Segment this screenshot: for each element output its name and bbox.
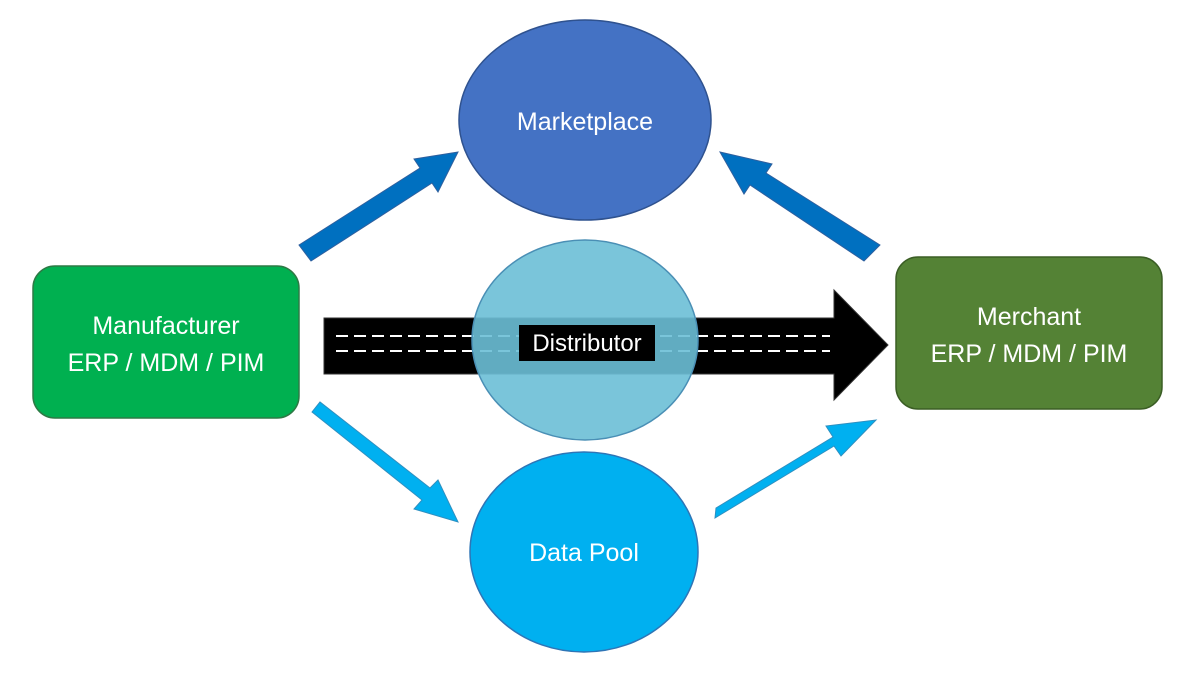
distributor-label-box <box>519 325 655 361</box>
manufacturer-label-line1: Manufacturer <box>92 312 239 340</box>
marketplace-label: Marketplace <box>517 108 653 136</box>
merchant-node <box>895 256 1163 410</box>
arrow-manufacturer-to-data-pool <box>311 401 459 523</box>
data-pool-node <box>469 451 699 653</box>
manufacturer-label-line2: ERP / MDM / PIM <box>68 349 265 377</box>
marketplace-node <box>458 19 712 221</box>
arrow-manufacturer-to-marketplace <box>298 151 459 262</box>
merchant-label-line2: ERP / MDM / PIM <box>931 340 1128 368</box>
distributor-label: Distributor <box>532 330 641 357</box>
data-pool-label: Data Pool <box>529 539 639 567</box>
arrow-merchant-to-marketplace <box>718 151 881 262</box>
manufacturer-node <box>32 265 300 419</box>
merchant-label-line1: Merchant <box>977 303 1081 331</box>
arrow-data-pool-to-merchant <box>714 419 878 519</box>
